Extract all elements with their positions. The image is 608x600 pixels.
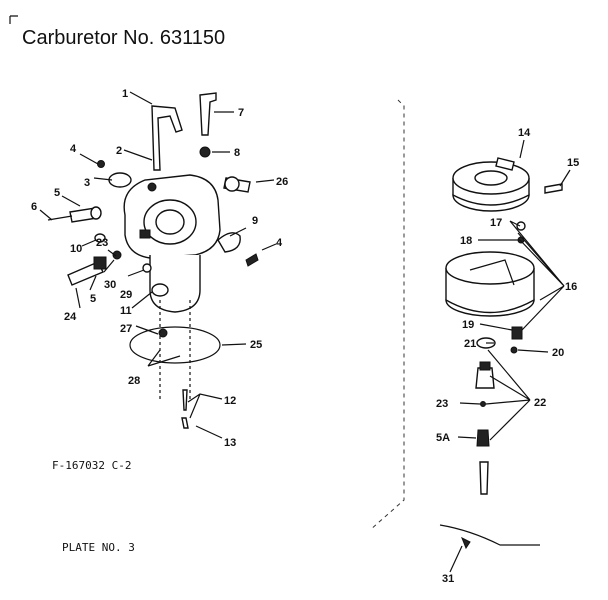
callout-19: 19 [462, 319, 474, 331]
ball-23 [480, 401, 486, 407]
callout-28: 28 [128, 375, 140, 387]
callout-14: 14 [518, 127, 531, 139]
diagram-title: Carburetor No. 631150 [22, 27, 225, 49]
callout-17: 17 [490, 217, 502, 229]
gasket-hole [158, 328, 168, 338]
callout-21: 21 [464, 338, 476, 350]
callout-6: 6 [31, 201, 37, 213]
callout-11: 11 [120, 305, 132, 317]
pin-13 [181, 417, 189, 429]
leader-lines [39, 91, 571, 573]
callout-4-right: 4 [276, 237, 283, 249]
choke-shaft-screw [199, 146, 211, 158]
air-cleaner-cover [452, 157, 530, 212]
assembly-line [159, 300, 191, 400]
drawing-code: F-167032 C-2 [52, 459, 131, 472]
check-ball [142, 263, 152, 273]
screw-right [245, 253, 259, 267]
callout-15: 15 [567, 157, 579, 169]
callout-31: 31 [442, 573, 454, 585]
callout-30: 30 [104, 279, 116, 291]
callout-12: 12 [224, 395, 236, 407]
callout-2: 2 [116, 145, 122, 157]
callout-23-right: 23 [436, 398, 448, 410]
callout-23-left: 23 [96, 237, 108, 249]
callout-5-lower: 5 [90, 293, 96, 305]
callout-24: 24 [64, 311, 77, 323]
screw-small [97, 160, 105, 168]
callout-9: 9 [252, 215, 258, 227]
idle-screw-left [47, 206, 106, 243]
callout-5A: 5A [436, 432, 450, 444]
corner-mark [9, 15, 18, 24]
throttle-lever [151, 105, 183, 171]
float-bowl [445, 251, 535, 317]
jet-5A [476, 429, 490, 447]
bolt-15 [544, 183, 563, 194]
callout-3: 3 [84, 177, 90, 189]
welch-plug [151, 283, 169, 297]
carburetor-body [123, 174, 221, 313]
callout-18: 18 [460, 235, 472, 247]
callout-22: 22 [534, 397, 546, 409]
callout-29: 29 [120, 289, 132, 301]
choke-plate [217, 232, 241, 253]
clip-31 [461, 536, 471, 550]
divider-line [369, 99, 405, 531]
bracket-31 [439, 524, 540, 546]
callout-27: 27 [120, 323, 132, 335]
callout-4-left: 4 [70, 143, 77, 155]
spring-19 [511, 326, 523, 340]
callout-13: 13 [224, 437, 236, 449]
bowl-nut [475, 361, 495, 389]
callout-20: 20 [552, 347, 564, 359]
choke-lever [199, 92, 217, 136]
gasket [129, 326, 221, 364]
bolt-bottom [479, 461, 489, 495]
needle-seat [112, 250, 122, 260]
callout-25: 25 [250, 339, 262, 351]
ball-20 [510, 346, 518, 354]
callout-26: 26 [276, 176, 288, 188]
callout-16: 16 [565, 281, 577, 293]
callout-10: 10 [70, 243, 82, 255]
plate-number: PLATE NO. 3 [62, 541, 135, 554]
callout-1: 1 [122, 88, 128, 100]
callout-8: 8 [234, 147, 240, 159]
callout-5-upper: 5 [54, 187, 60, 199]
washer-17 [516, 221, 526, 231]
main-adjust-needle [67, 256, 107, 286]
throttle-plate [108, 172, 132, 188]
callout-7: 7 [238, 107, 244, 119]
fitting-26 [223, 176, 251, 193]
pin-12 [182, 389, 188, 411]
